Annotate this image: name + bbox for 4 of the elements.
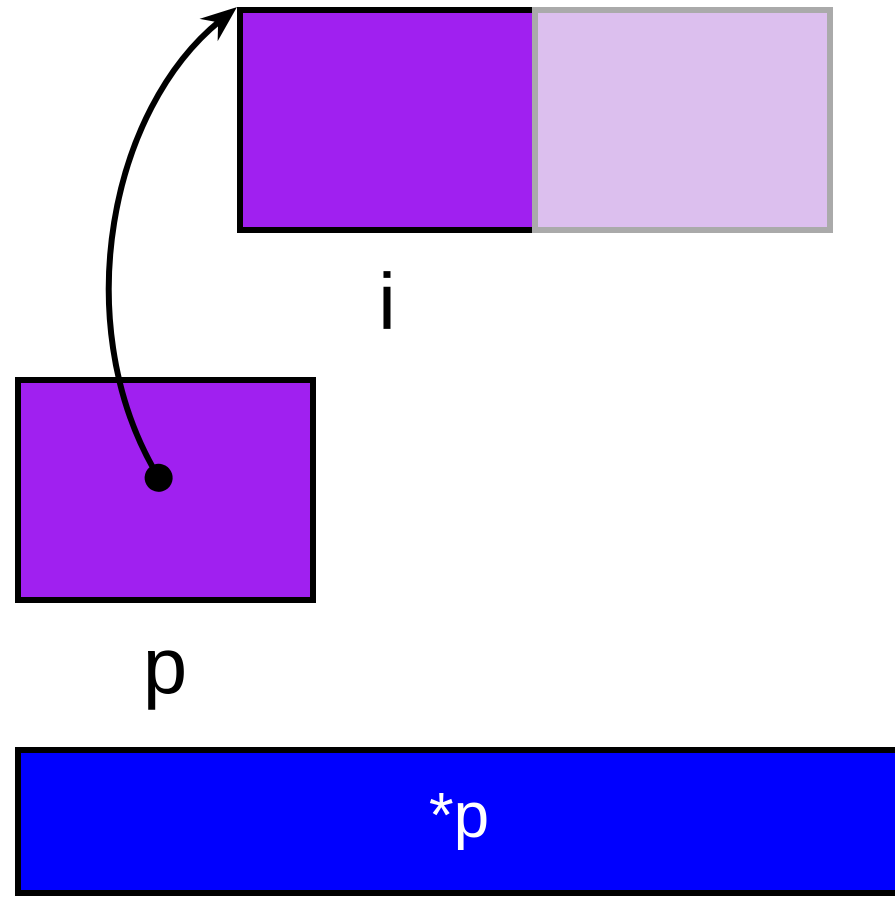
variable-label: i xyxy=(383,271,390,329)
bar: *p xyxy=(15,747,895,896)
variable-label: p xyxy=(148,650,184,710)
memory-box xyxy=(532,7,833,233)
